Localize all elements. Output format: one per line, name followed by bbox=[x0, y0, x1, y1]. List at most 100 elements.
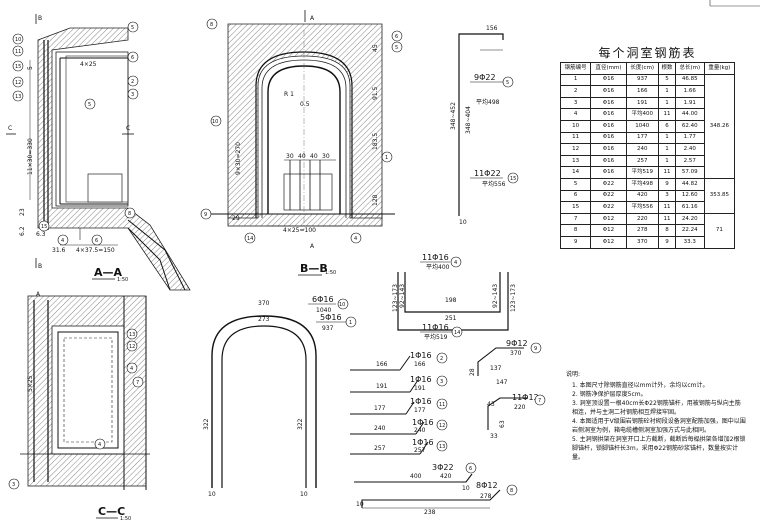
svg-text:4: 4 bbox=[61, 238, 64, 244]
dim-u4-l: 92~143 bbox=[399, 284, 406, 308]
view-aa-scale: 1:50 bbox=[117, 277, 128, 283]
dim-arch-bl: 10 bbox=[208, 491, 216, 498]
r13-len: 257 bbox=[414, 447, 426, 454]
r8-label: 8Φ12 bbox=[476, 481, 498, 490]
dim-r6-d: 400 bbox=[410, 473, 422, 480]
dim-aa-top: 4×25 bbox=[80, 61, 97, 68]
dim-arch-inner: 273 bbox=[258, 316, 270, 323]
rebar-detail-6-8: 400 10 3Φ22 420 6 238 10 8Φ12 278 8 bbox=[354, 462, 518, 516]
table-header-row: 钢筋编号 直径(mm) 长度(cm) 根数 总长(m) 重量(kg) bbox=[559, 62, 736, 75]
dim-aa-bottom: 4×37.5=150 bbox=[76, 247, 115, 254]
dim-r15-bot: 10 bbox=[459, 219, 467, 226]
r15-label: 11Φ22 bbox=[474, 169, 501, 178]
r11-len: 177 bbox=[414, 407, 426, 414]
dim-arch-br: 10 bbox=[300, 491, 308, 498]
r10-label: 6Φ16 bbox=[312, 295, 334, 304]
svg-text:5: 5 bbox=[88, 102, 91, 108]
dim-u14-l: 123~173 bbox=[392, 284, 399, 312]
dim-r12: 240 bbox=[374, 425, 386, 432]
dim-r9-b: 28 bbox=[469, 368, 476, 376]
svg-text:10: 10 bbox=[15, 37, 21, 43]
r3-label: 1Φ16 bbox=[410, 375, 432, 384]
svg-text:4: 4 bbox=[130, 366, 133, 372]
dim-bb-h1: 30 bbox=[286, 153, 294, 160]
svg-text:11: 11 bbox=[15, 49, 21, 55]
r5-label: 9Φ22 bbox=[474, 73, 496, 82]
section-mark-a-bottom: A bbox=[310, 243, 315, 250]
section-mark-b-bottom: B bbox=[38, 263, 42, 270]
r12-len: 240 bbox=[414, 427, 426, 434]
svg-text:6: 6 bbox=[95, 238, 98, 244]
svg-text:4: 4 bbox=[98, 442, 101, 448]
dim-bb-top: 0.5 bbox=[300, 101, 310, 108]
notes-block: 说明: 1. 本图尺寸除钢筋直径以mm计外，余均以cm计。 2. 钢筋净保护层厚… bbox=[566, 370, 746, 462]
svg-text:12: 12 bbox=[129, 344, 135, 350]
dim-r13: 257 bbox=[374, 445, 386, 452]
r6-len: 420 bbox=[440, 473, 452, 480]
svg-text:4: 4 bbox=[354, 236, 357, 242]
dim-r7-b: 33 bbox=[490, 433, 498, 440]
view-bb: A A R 1 0.5 9×30=270 91.5 183.5 45 128 3… bbox=[200, 10, 403, 276]
dim-u4-r: 92~143 bbox=[492, 284, 499, 308]
svg-text:12: 12 bbox=[439, 423, 445, 429]
dim-bb-h2: 40 bbox=[298, 153, 306, 160]
dim-bb-b2: 29 bbox=[232, 215, 240, 222]
dim-r15-left: 348~452 bbox=[450, 102, 457, 130]
r10-len: 1040 bbox=[316, 307, 331, 314]
rebar-table-title: 每个洞室钢筋表 bbox=[598, 46, 697, 60]
section-mark-b-top: B bbox=[38, 15, 42, 22]
svg-text:6: 6 bbox=[395, 34, 398, 40]
bb-bubbles: 8 6 5 10 1 9 14 4 bbox=[200, 18, 403, 244]
note-item: 1. 本图尺寸除钢筋直径以mm计外，余均以cm计。 bbox=[572, 382, 709, 389]
dim-r15-top: 156 bbox=[486, 25, 498, 32]
note-item: 3. 洞室顶设置一根40cm长Φ22钢筋锚杆，用被钢筋与纵向主筋相连，并与主洞二… bbox=[572, 400, 741, 416]
view-aa: B B C C 4×25 11×30=330 5 23 6.2 6.3 31.6… bbox=[6, 14, 191, 291]
r1-label: 5Φ16 bbox=[320, 313, 342, 322]
col-header: 总长(m) bbox=[674, 62, 705, 75]
r7-len: 220 bbox=[514, 404, 526, 411]
weight-cell: 353.85 bbox=[703, 177, 736, 214]
dim-cc-v: 5×25 bbox=[27, 375, 34, 392]
r13-label: 1Φ16 bbox=[412, 438, 434, 447]
dim-aa-v4: 6.2 bbox=[19, 226, 26, 236]
svg-text:14: 14 bbox=[454, 330, 460, 336]
svg-text:7: 7 bbox=[538, 398, 541, 404]
svg-text:15: 15 bbox=[15, 64, 21, 70]
dim-bb-v: 9×30=270 bbox=[235, 142, 242, 175]
r7-label: 11Φ12 bbox=[512, 393, 539, 402]
notes-heading: 说明: bbox=[566, 371, 581, 378]
weight-cell: 71 bbox=[703, 212, 736, 249]
dim-r2: 166 bbox=[376, 361, 388, 368]
r11-label: 1Φ16 bbox=[410, 397, 432, 406]
dim-bb-arc: R 1 bbox=[284, 91, 294, 98]
svg-text:8: 8 bbox=[128, 211, 131, 217]
section-mark-c-left: C bbox=[8, 125, 12, 132]
r2-len: 166 bbox=[414, 361, 426, 368]
svg-text:4: 4 bbox=[454, 260, 457, 266]
dim-u14-r: 123~173 bbox=[510, 284, 517, 312]
note-item: 2. 钢筋净保护层厚度5cm。 bbox=[572, 391, 647, 398]
note-item: 5. 主洞钢拱架在洞室开口上方截断，截断后每榀拱架各增加2根锁脚锚杆，锁脚锚杆长… bbox=[572, 436, 746, 461]
svg-text:13: 13 bbox=[129, 332, 135, 338]
rebar-detail-u: 11Φ16 平均400 4 92~143 92~143 198 123~173 … bbox=[392, 253, 517, 341]
view-cc: A 5×25 C—C 1:50 13 12 4 7 4 3 bbox=[8, 291, 150, 522]
svg-text:2: 2 bbox=[131, 79, 134, 85]
svg-text:5: 5 bbox=[395, 45, 398, 51]
svg-text:9: 9 bbox=[204, 212, 207, 218]
dim-bb-h3: 40 bbox=[310, 153, 318, 160]
svg-text:6: 6 bbox=[131, 55, 134, 61]
dim-aa-b2: 6.3 bbox=[36, 231, 46, 238]
dim-arch-r: 322 bbox=[297, 418, 304, 430]
svg-text:8: 8 bbox=[510, 488, 513, 494]
r2-label: 1Φ16 bbox=[410, 351, 432, 360]
dim-bb-r2: 183.5 bbox=[372, 133, 379, 150]
svg-text:5: 5 bbox=[131, 25, 134, 31]
